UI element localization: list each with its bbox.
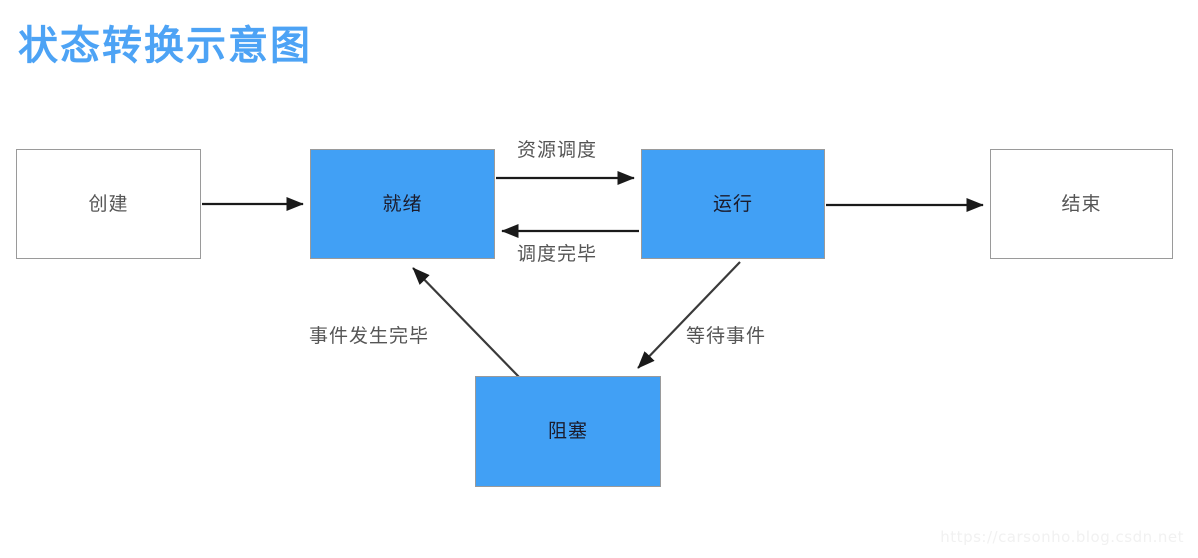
node-end[interactable]: 结束 (990, 149, 1173, 259)
node-blocked-label: 阻塞 (547, 420, 588, 442)
arrow-blocked-to-ready (412, 267, 521, 379)
watermark: https://carsonho.blog.csdn.net (940, 528, 1184, 546)
edge-label-running-to-blocked: 等待事件 (686, 325, 767, 347)
edge-label-ready-to-running: 资源调度 (517, 139, 598, 161)
page-title: 状态转换示意图 (18, 23, 312, 69)
arrow-running-to-blocked (637, 261, 741, 369)
node-running[interactable]: 运行 (641, 149, 825, 259)
edge-label-running-to-ready: 调度完毕 (517, 243, 598, 265)
node-blocked[interactable]: 阻塞 (475, 376, 661, 487)
node-ready[interactable]: 就绪 (310, 149, 495, 259)
edge-label-blocked-to-ready: 事件发生完毕 (309, 325, 430, 347)
node-running-label: 运行 (712, 192, 753, 215)
node-end-label: 结束 (1061, 192, 1102, 215)
node-create[interactable]: 创建 (16, 149, 201, 259)
node-create-label: 创建 (88, 192, 129, 215)
node-ready-label: 就绪 (382, 192, 423, 215)
